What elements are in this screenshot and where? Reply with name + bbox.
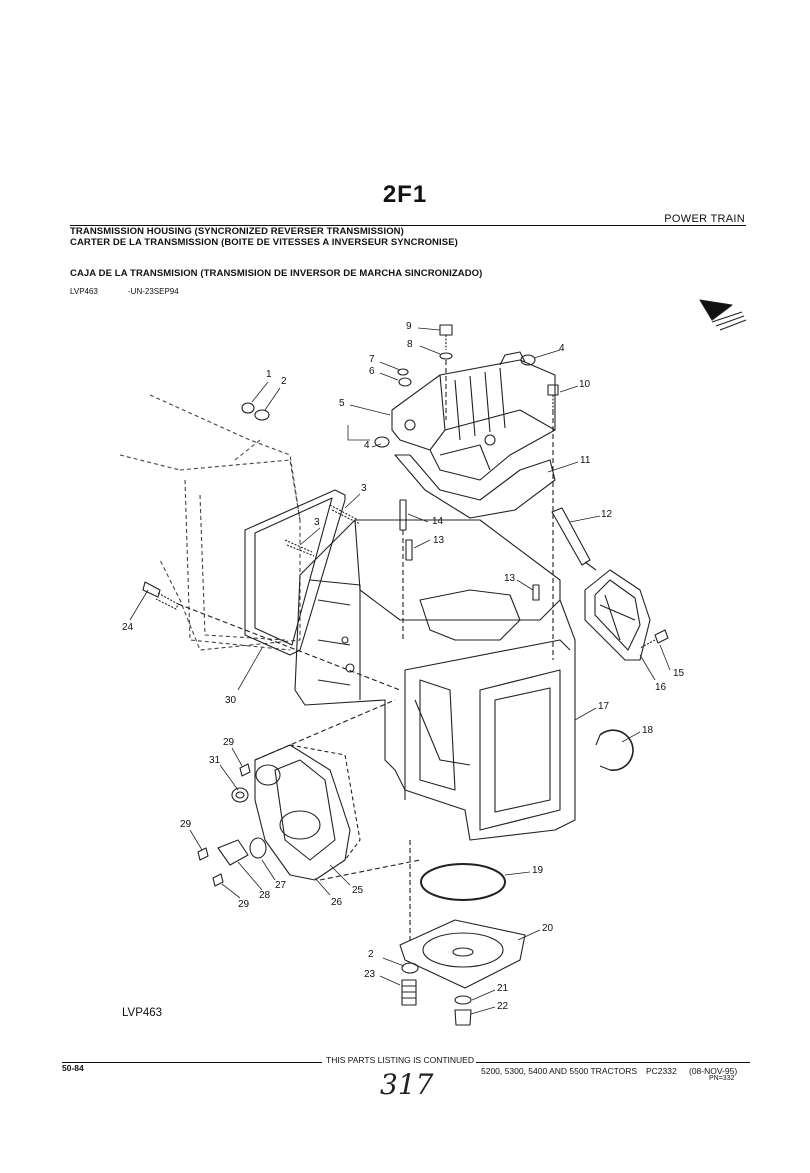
diagram-label: LVP463	[122, 1007, 163, 1019]
callout-9: 9	[406, 321, 412, 332]
callout-4: 4	[559, 343, 565, 354]
callout-12: 12	[601, 509, 613, 520]
pn-number: PN=332	[709, 1075, 735, 1082]
callout-29b: 29	[180, 819, 192, 830]
callout-8: 8	[407, 339, 413, 350]
catalog-date: (08-NOV-95)	[689, 1066, 738, 1076]
callout-13: 13	[433, 535, 445, 546]
callout-13b: 13	[504, 573, 516, 584]
callout-6: 6	[369, 366, 375, 377]
footer-rule-right	[476, 1062, 750, 1063]
callout-17: 17	[598, 701, 610, 712]
callout-18: 18	[642, 725, 654, 736]
callout-19: 19	[532, 865, 544, 876]
page-id: 2F1	[382, 181, 428, 208]
callout-20: 20	[542, 923, 554, 934]
footer-rule-left	[62, 1062, 322, 1063]
callout-7: 7	[369, 354, 375, 365]
callout-25: 25	[352, 885, 364, 896]
handwritten-page-number: 317	[380, 1068, 434, 1101]
callout-26: 26	[331, 897, 343, 908]
title-english: TRANSMISSION HOUSING (SYNCRONIZED REVERS…	[70, 226, 404, 237]
callout-29: 29	[223, 737, 235, 748]
callout-3b: 3	[314, 517, 320, 528]
callout-14: 14	[432, 516, 444, 527]
callout-30: 30	[225, 695, 237, 706]
header-rule	[70, 225, 746, 226]
callout-24: 24	[122, 622, 134, 633]
page-number: 50-84	[62, 1063, 84, 1073]
callout-29c: 29	[238, 899, 250, 910]
callout-4b: 4	[364, 440, 370, 451]
callout-5: 5	[339, 398, 345, 409]
callout-23: 23	[364, 969, 376, 980]
section-label: POWER TRAIN	[664, 213, 745, 225]
callout-1: 1	[266, 369, 272, 380]
callout-22: 22	[497, 1001, 509, 1012]
direction-arrow-icon	[699, 299, 747, 331]
callout-2b: 2	[368, 949, 374, 960]
continued-notice: THIS PARTS LISTING IS CONTINUED	[326, 1055, 474, 1065]
callout-2: 2	[281, 376, 287, 387]
callout-11: 11	[580, 455, 591, 466]
callout-16: 16	[655, 682, 667, 693]
tractor-models: 5200, 5300, 5400 AND 5500 TRACTORS	[481, 1066, 638, 1076]
callout-3: 3	[361, 483, 367, 494]
title-french: CARTER DE LA TRANSMISSION (BOITE DE VITE…	[70, 237, 458, 248]
callout-15: 15	[673, 668, 685, 679]
callout-28: 28	[259, 890, 271, 901]
catalog-number: PC2332	[646, 1066, 677, 1076]
callout-10: 10	[579, 379, 591, 390]
callout-21: 21	[497, 983, 509, 994]
title-spanish: CAJA DE LA TRANSMISION (TRANSMISION DE I…	[70, 268, 483, 279]
callout-31: 31	[209, 755, 221, 766]
callout-27: 27	[275, 880, 287, 891]
figure-ref-code: LVP463	[70, 287, 98, 296]
figure-ref-date: -UN-23SEP94	[128, 287, 179, 296]
